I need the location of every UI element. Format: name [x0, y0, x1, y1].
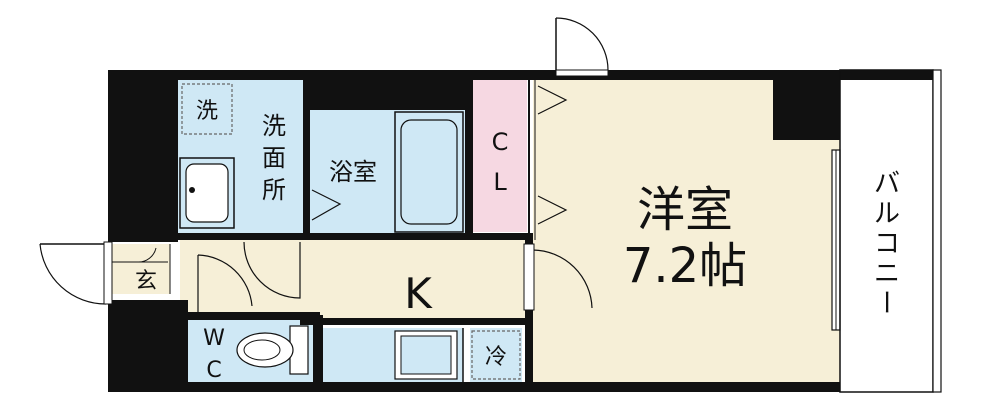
kitchen-label: K: [404, 269, 433, 318]
wall-toilet-top: [180, 312, 320, 320]
balcony-label-2: ル: [874, 199, 900, 229]
wall-bath-closet: [465, 80, 473, 240]
washer-pan: [181, 83, 233, 135]
western-room-name: 洋室: [637, 182, 733, 238]
wall-bath-top: [303, 80, 473, 110]
toilet-label-2: C: [206, 358, 221, 383]
western-room-size: 7.2帖: [623, 238, 747, 294]
wall-bottom: [108, 382, 840, 392]
wall-left-lower: [108, 300, 188, 392]
wall-left-upper: [108, 70, 178, 242]
wall-top-right-block: [773, 70, 840, 140]
toilet-label-1: W: [203, 326, 225, 351]
washroom-label-2: 面: [262, 144, 286, 172]
wall-room-divider: [525, 240, 533, 390]
closet-floor: [473, 80, 527, 232]
balcony-label-3: コ: [874, 229, 900, 259]
washroom-label-1: 洗: [262, 112, 286, 140]
balcony-floor: [840, 80, 933, 392]
fridge-box: [471, 330, 521, 380]
fridge-space: [470, 328, 522, 382]
washer-label: 洗: [196, 99, 218, 124]
wall-kitchen-top: [178, 233, 533, 240]
wall-kitchen-bottom: [300, 318, 533, 325]
entrance-floor: [112, 244, 170, 294]
wall-toilet-kitchen: [313, 315, 323, 387]
entrance-door: [40, 242, 110, 304]
toilet-door-swing: [197, 254, 253, 312]
closet-door-fold-bottom: [537, 195, 568, 225]
balcony-label-5: ー: [870, 289, 900, 315]
washroom-label-3: 所: [262, 176, 286, 204]
washroom-door-swing: [243, 241, 301, 299]
balcony-label-1: バ: [874, 169, 900, 199]
bath-door: [311, 189, 342, 221]
closet-label-2: L: [493, 168, 507, 196]
balcony-label-4: ニ: [874, 259, 900, 289]
closet-door-fold-top: [537, 85, 568, 115]
wall-top: [108, 70, 941, 80]
bathroom-label: 浴室: [329, 158, 377, 186]
kitchen-floor: [180, 240, 525, 320]
wall-washroom-bath: [303, 80, 310, 240]
wall-toilet-left: [180, 312, 188, 387]
fridge-label: 冷: [485, 345, 507, 370]
entrance-label: 玄: [135, 269, 157, 294]
top-door-swing: [555, 17, 609, 71]
closet-label-1: C: [492, 128, 509, 156]
entrance-door-swing: [39, 243, 107, 305]
